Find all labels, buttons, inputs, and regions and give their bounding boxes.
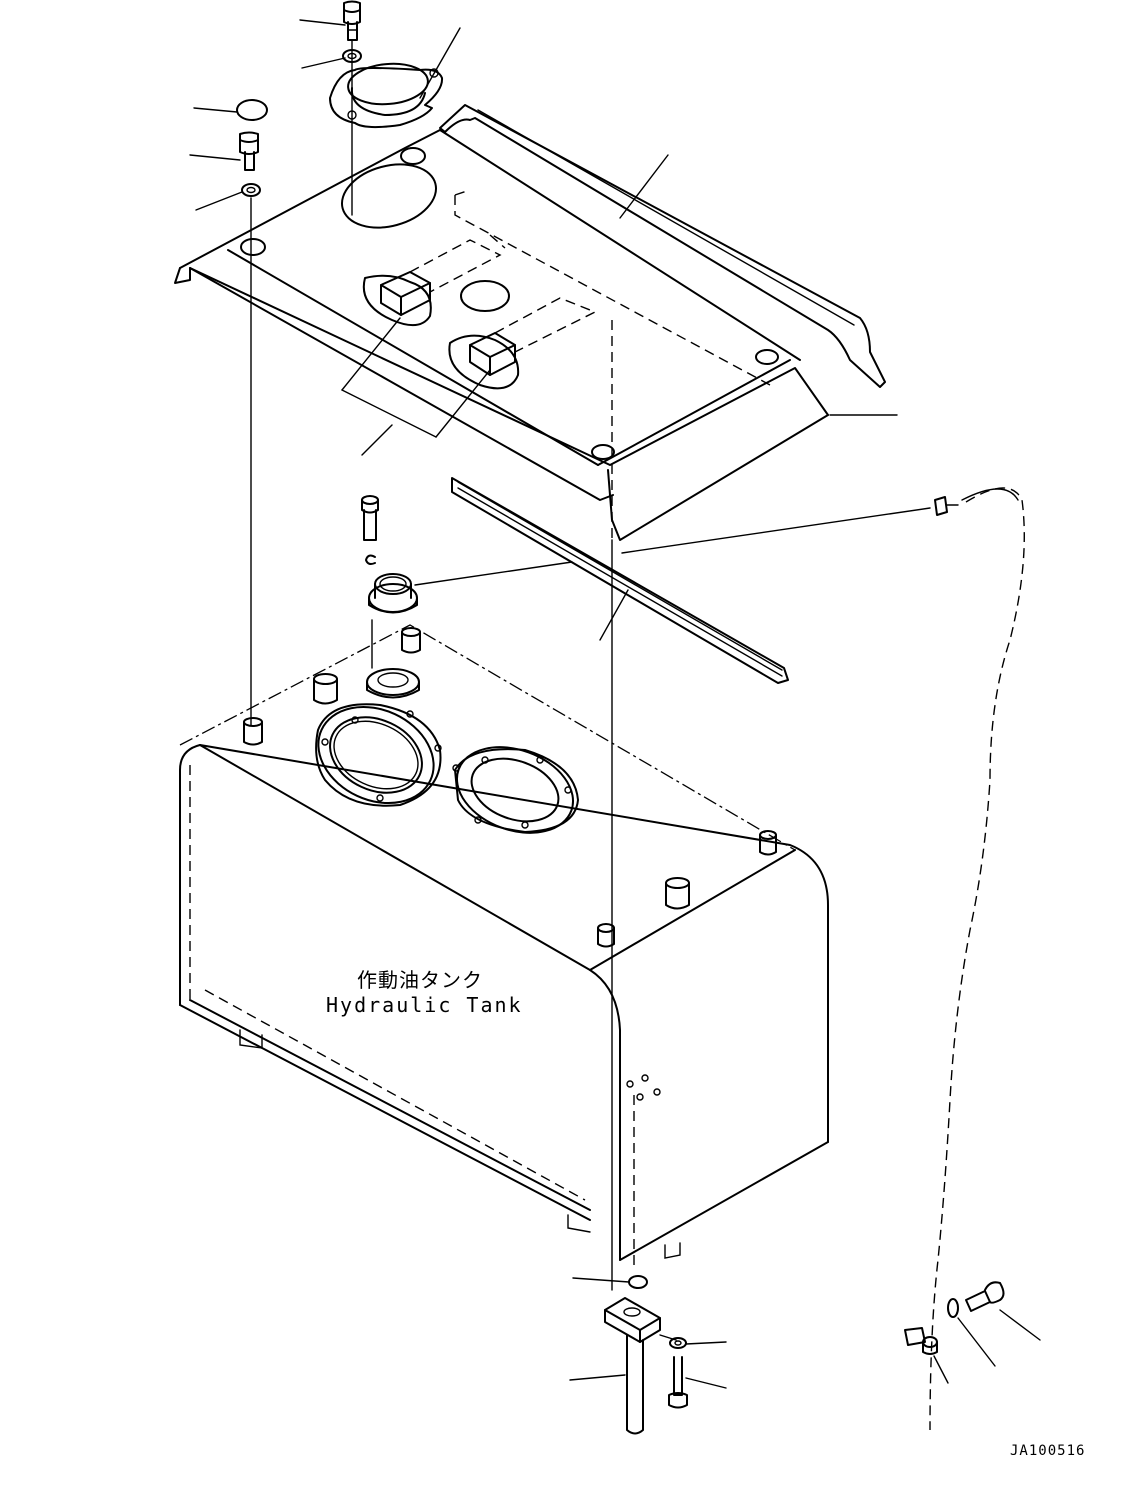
hose-clamp — [904, 1327, 938, 1355]
tank-mount-bosses — [243, 627, 777, 1101]
washer-left — [241, 183, 261, 197]
drawing-code: JA100516 — [1010, 1443, 1085, 1459]
strainer-base — [366, 668, 420, 699]
bolt-bottom — [668, 1356, 688, 1409]
drain-pipe — [604, 1297, 661, 1435]
cap-plug — [236, 99, 268, 121]
bolt-top — [343, 0, 361, 41]
breather-cap — [329, 62, 444, 129]
leader-lines — [189, 19, 1041, 1389]
washer-right — [947, 1298, 959, 1318]
tank-cover-plate — [174, 129, 829, 541]
hollow-bolt — [361, 495, 379, 541]
hydraulic-tank — [179, 624, 829, 1261]
snap-ring — [365, 554, 376, 565]
washer-bottom — [669, 1337, 687, 1349]
tank-return-port — [454, 746, 579, 834]
bolt-left — [239, 131, 259, 171]
gauge-hose — [929, 487, 1025, 1431]
hose-fitting — [934, 496, 959, 516]
tank-suction-port — [315, 703, 442, 807]
flange-bolt-holes — [321, 710, 572, 829]
tank-label-en: Hydraulic Tank — [326, 993, 523, 1017]
assembly-lines — [250, 39, 931, 1341]
bolt-right — [965, 1281, 1005, 1312]
seal-strip — [451, 477, 789, 684]
strainer-flange — [368, 573, 418, 614]
o-ring — [628, 1275, 648, 1289]
tank-label-jp: 作動油タンク — [357, 968, 483, 992]
side-bracket — [439, 104, 886, 388]
